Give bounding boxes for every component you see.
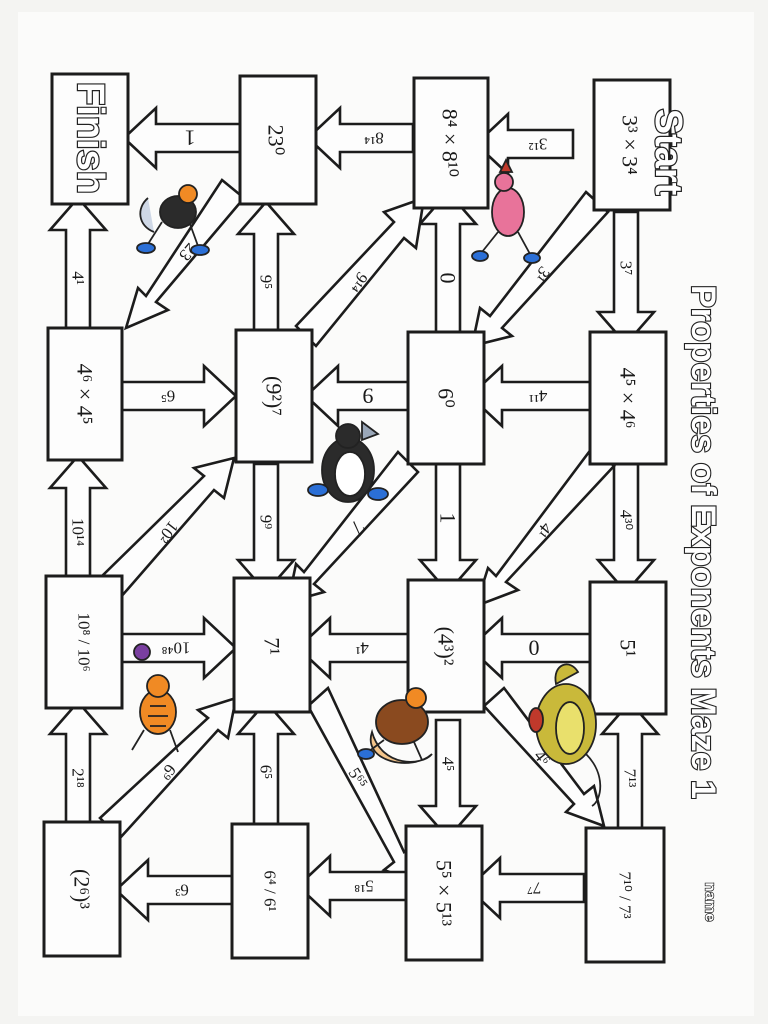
dinosaur-icon — [528, 663, 602, 807]
svg-text:7⁷: 7⁷ — [527, 879, 542, 898]
svg-text:4⁵: 4⁵ — [439, 757, 458, 772]
svg-text:2¹⁸: 2¹⁸ — [69, 768, 88, 788]
arrow-3-7: 3⁷ — [595, 210, 657, 346]
arrow-7-13: 7¹³ — [599, 700, 661, 830]
svg-text:3³ × 3⁴: 3³ × 3⁴ — [618, 115, 643, 175]
box-5x5: 5⁵ × 5¹³ — [404, 824, 484, 962]
arrow-6-5-low: 6⁵ — [235, 700, 297, 830]
box-8: 8⁴ × 8¹⁰ — [412, 76, 490, 210]
start-label: Start — [647, 109, 689, 196]
box-4-5x4-6: 4⁵ × 4⁶ — [588, 330, 668, 466]
name-field: name — [702, 882, 719, 921]
arrow-1-mid: 1 — [417, 462, 479, 594]
svg-text:6⁵: 6⁵ — [161, 387, 176, 406]
svg-text:0: 0 — [436, 273, 461, 284]
arrow-4-1-diag: 4¹ — [473, 446, 616, 609]
svg-text:6³: 6³ — [175, 881, 189, 900]
turkey-icon — [357, 687, 433, 764]
box-4-6x4-5: 4⁶ × 4⁵ — [46, 326, 124, 462]
penguin-icon — [307, 420, 389, 503]
arrow-4-6: 4⁶ — [482, 686, 606, 829]
skating-bird-icon — [136, 184, 210, 256]
box-9-2-7: (9²)⁷ — [234, 328, 314, 464]
svg-text:7¹⁰ / 7³: 7¹⁰ / 7³ — [616, 871, 635, 918]
box-6-frac: 6⁴ / 6¹ — [230, 822, 310, 960]
svg-text:4³⁰: 4³⁰ — [617, 510, 636, 531]
arrow-10-48: 10⁴⁸ — [120, 614, 238, 682]
svg-text:9⁵: 9⁵ — [257, 275, 276, 290]
box-6-0: 6⁰ — [406, 330, 486, 466]
svg-text:10¹⁴: 10¹⁴ — [69, 518, 88, 546]
svg-text:(9²)⁷: (9²)⁷ — [262, 376, 287, 416]
svg-text:4⁵ × 4⁶: 4⁵ × 4⁶ — [616, 368, 641, 429]
arrow-6-3: 6³ — [114, 856, 234, 924]
arrow-9-14: 9¹⁴ — [294, 196, 426, 348]
arrow-9: 9 — [304, 362, 410, 430]
svg-text:4¹: 4¹ — [69, 271, 88, 285]
finish-box — [50, 72, 130, 206]
arrow-4-1-left: 4¹ — [47, 196, 109, 332]
svg-text:4⁶ × 4⁵: 4⁶ × 4⁵ — [73, 364, 98, 425]
arrow-10-14: 10¹⁴ — [47, 454, 109, 580]
arrow-6-5: 6⁵ — [120, 362, 238, 430]
arrow-8-14: 8¹⁴ — [306, 104, 415, 172]
arrow-2-18: 2¹⁸ — [47, 700, 109, 830]
arrow-4-11: 4¹¹ — [468, 362, 592, 430]
svg-text:(2⁶)³: (2⁶)³ — [70, 869, 95, 909]
box-10-frac: 10⁸ / 10⁶ — [44, 574, 124, 710]
running-bird-icon — [471, 157, 541, 264]
svg-text:6⁵: 6⁵ — [257, 765, 276, 780]
arrow-0-top: 0 — [417, 190, 479, 336]
arrow-7-7: 7⁷ — [466, 854, 586, 922]
svg-text:5⁵ × 5¹³: 5⁵ × 5¹³ — [432, 860, 457, 927]
svg-text:1: 1 — [185, 126, 196, 151]
arrow-10-2: 10² — [98, 456, 236, 600]
svg-text:3¹²: 3¹² — [529, 135, 548, 154]
svg-text:4¹¹: 4¹¹ — [529, 387, 548, 406]
arrow-6-9: 6⁹ — [98, 696, 238, 840]
worksheet-title: Properties of Exponents Maze 1 — [684, 285, 722, 799]
worksheet-page: 3¹² 8¹⁴ 1 3⁷ 3¹ 0 9¹⁴ 9⁵ 23 4¹ 4¹¹ — [18, 12, 754, 1016]
svg-text:8¹⁴: 8¹⁴ — [364, 129, 384, 148]
start-box: 3³ × 3⁴ — [592, 78, 672, 212]
maze-diagram: 3¹² 8¹⁴ 1 3⁷ 3¹ 0 9¹⁴ 9⁵ 23 4¹ 4¹¹ — [42, 72, 723, 964]
box-2-6-3: (2⁶)³ — [42, 820, 122, 958]
finish-label: Finish — [69, 82, 111, 194]
svg-text:3⁷: 3⁷ — [617, 261, 636, 276]
svg-text:7¹: 7¹ — [260, 637, 285, 655]
svg-text:5¹⁸: 5¹⁸ — [354, 877, 374, 896]
arrow-4-1-mid: 4¹ — [296, 614, 410, 682]
svg-text:(4³)²: (4³)² — [434, 627, 459, 666]
arrow-9-5: 9⁵ — [235, 200, 297, 336]
arrow-9-9: 9⁹ — [235, 462, 297, 594]
svg-text:5¹: 5¹ — [616, 639, 641, 657]
svg-text:9: 9 — [363, 384, 374, 409]
arrow-1: 1 — [122, 104, 242, 172]
svg-text:8⁴ × 8¹⁰: 8⁴ × 8¹⁰ — [438, 109, 463, 178]
svg-text:7¹³: 7¹³ — [621, 769, 640, 788]
svg-text:23⁰: 23⁰ — [264, 125, 289, 156]
box-23: 23⁰ — [238, 74, 318, 206]
arrow-5-18: 5¹⁸ — [296, 852, 408, 920]
tiger-icon — [131, 643, 179, 753]
svg-text:9⁹: 9⁹ — [257, 515, 276, 530]
box-7-frac: 7¹⁰ / 7³ — [584, 826, 666, 964]
arrow-4-5: 4⁵ — [417, 718, 479, 840]
arrow-0-mid: 0 — [468, 614, 592, 682]
svg-text:10⁴⁸: 10⁴⁸ — [162, 639, 191, 658]
arrow-3-1: 3¹ — [470, 190, 610, 348]
svg-text:1: 1 — [436, 513, 461, 524]
arrow-4-30: 4³⁰ — [595, 462, 657, 594]
svg-text:6⁰: 6⁰ — [434, 388, 459, 408]
svg-text:0: 0 — [529, 636, 540, 661]
svg-text:10⁸ / 10⁶: 10⁸ / 10⁶ — [75, 612, 94, 671]
box-7-1: 7¹ — [232, 576, 312, 714]
svg-text:6⁴ / 6¹: 6⁴ / 6¹ — [261, 870, 280, 911]
arrow-3-12: 3¹² — [474, 110, 575, 178]
svg-text:4¹: 4¹ — [355, 639, 369, 658]
box-5-1: 5¹ — [588, 580, 668, 716]
